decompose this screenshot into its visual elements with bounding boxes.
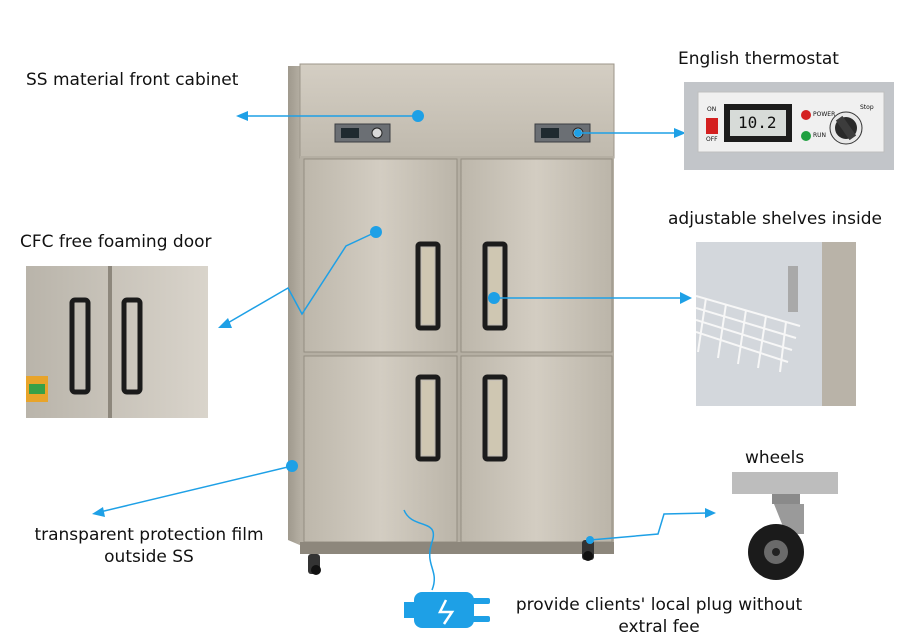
top-cabinet <box>299 63 615 159</box>
label-plug-line2: extral fee <box>618 617 700 637</box>
label-wheels: wheels <box>745 448 805 468</box>
label-plug-line1: provide clients' local plug without <box>515 595 803 615</box>
thermostat-on-label: ON <box>707 106 717 113</box>
thermostat-inset: ON OFF 10.2 POWER RUN Stop <box>684 82 894 170</box>
thermostat-stop-label: Stop <box>860 104 874 111</box>
door-top-left <box>303 158 458 353</box>
thermostat-power-label: POWER <box>813 111 836 118</box>
door-closeup-inset <box>26 266 208 418</box>
label-protection-film-line1: transparent protection film <box>34 525 264 545</box>
label-protection-film: transparent protection film outside SS <box>18 524 280 568</box>
thermostat-display: 10.2 <box>738 113 777 132</box>
thermostat-run-label: RUN <box>813 132 827 139</box>
label-front-cabinet: SS material front cabinet <box>26 70 239 90</box>
label-thermostat: English thermostat <box>678 49 839 69</box>
label-plug: provide clients' local plug without extr… <box>500 594 818 638</box>
label-protection-film-line2: outside SS <box>104 547 194 567</box>
label-foaming-door: CFC free foaming door <box>20 232 212 252</box>
shelves-inset <box>696 242 856 406</box>
label-shelves: adjustable shelves inside <box>668 209 882 229</box>
wheel-inset <box>732 472 838 584</box>
power-switch <box>706 118 718 134</box>
thermostat-off-label: OFF <box>706 136 718 143</box>
door-bottom-left <box>303 355 458 543</box>
plug-icon <box>404 592 490 628</box>
door-handles <box>415 241 508 462</box>
cabinet-side-panel <box>288 66 302 546</box>
